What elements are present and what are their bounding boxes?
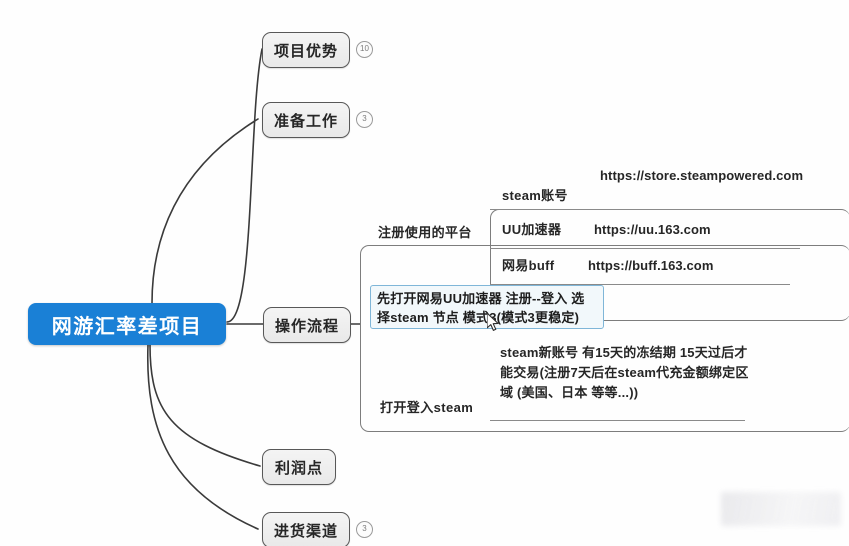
divider-bottom-note xyxy=(490,420,745,421)
branch-label: 项目优势 xyxy=(273,42,338,60)
selected-note-line2: 择steam 节点 模式3(模式3更稳定) xyxy=(377,310,580,325)
process-children-outline xyxy=(360,245,849,432)
wire-to-prep xyxy=(151,118,259,304)
steam-account-note[interactable]: steam新账号 有15天的冻结期 15天过后才能交易(注册7天后在steam代… xyxy=(500,345,749,400)
wire-to-supply xyxy=(146,344,259,530)
badge-advantages: 10 xyxy=(356,41,373,58)
wire-to-profit xyxy=(149,344,261,467)
divider-buff-row xyxy=(490,284,790,285)
branch-node-preparation[interactable]: 准备工作 xyxy=(262,102,350,138)
root-node[interactable]: 网游汇率差项目 xyxy=(28,303,226,345)
branch-label: 操作流程 xyxy=(274,317,339,335)
branch-label: 进货渠道 xyxy=(273,522,338,540)
mouse-cursor-icon xyxy=(487,313,499,331)
branch-label: 准备工作 xyxy=(273,112,338,130)
platform-url-steam[interactable]: https://store.steampowered.com xyxy=(600,168,804,183)
branch-node-supply[interactable]: 进货渠道 xyxy=(262,512,350,546)
branch-node-profit[interactable]: 利润点 xyxy=(262,449,336,485)
watermark-blur xyxy=(721,492,841,526)
platform-name-uu[interactable]: UU加速器 xyxy=(502,222,562,237)
branch-node-advantages[interactable]: 项目优势 xyxy=(262,32,350,68)
subtopic-platforms[interactable]: 注册使用的平台 xyxy=(378,225,472,240)
subtopic-login-steam[interactable]: 打开登入steam xyxy=(380,400,474,415)
branch-label: 利润点 xyxy=(274,459,323,477)
selected-note-line1: 先打开网易UU加速器 注册--登入 选 xyxy=(377,291,585,306)
branch-node-process[interactable]: 操作流程 xyxy=(263,307,351,343)
platform-name-buff[interactable]: 网易buff xyxy=(502,258,555,273)
wire-to-advantages xyxy=(226,48,263,323)
platform-url-uu[interactable]: https://uu.163.com xyxy=(594,222,711,237)
root-node-label: 网游汇率差项目 xyxy=(51,315,203,338)
divider-steam-row xyxy=(490,209,820,210)
platform-name-steam[interactable]: steam账号 xyxy=(502,188,568,203)
badge-preparation: 3 xyxy=(356,111,373,128)
divider-uu-row xyxy=(490,248,800,249)
platform-url-buff[interactable]: https://buff.163.com xyxy=(588,258,714,273)
badge-supply: 3 xyxy=(356,521,373,538)
